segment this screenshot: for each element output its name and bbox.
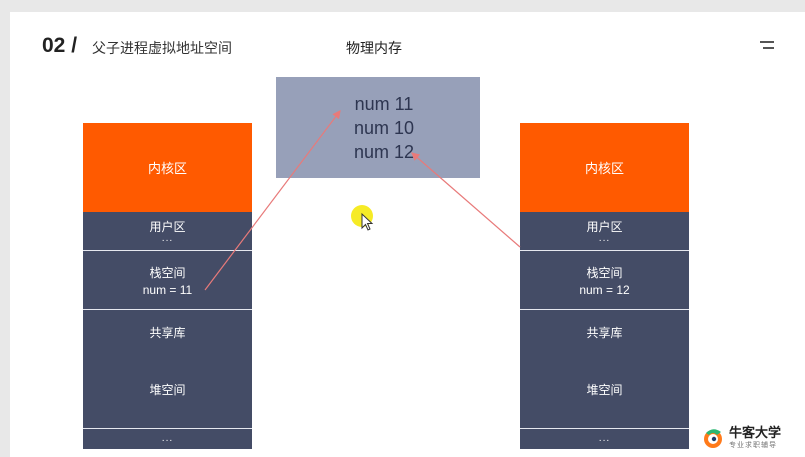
stack-segment: 栈空间 num = 11 — [83, 251, 252, 309]
stack-value: num = 12 — [579, 282, 630, 297]
heap-label: 堆空间 — [586, 383, 623, 397]
physical-row: num 10 — [353, 117, 415, 138]
heap-label: 堆空间 — [149, 383, 186, 397]
segment-divider — [520, 309, 689, 310]
shared-label: 共享库 — [586, 326, 623, 340]
section-title: 父子进程虚拟地址空间 — [92, 41, 232, 57]
brand-logo: 牛客大学 专业求职辅导 — [702, 426, 781, 450]
menu-icon[interactable] — [760, 41, 774, 51]
brand-name: 牛客大学 — [729, 426, 782, 441]
user-ellipsis: ... — [598, 234, 611, 244]
section-number: 02 / — [42, 34, 78, 57]
stack-value: num = 11 — [142, 282, 193, 297]
parent-address-space: 内核区 用户区 ... 栈空间 num = 11 共享库 堆空间 ... — [83, 123, 252, 449]
shared-label: 共享库 — [149, 326, 186, 340]
segment-divider — [520, 428, 689, 429]
shared-heap-segment: 共享库 堆空间 — [83, 310, 252, 428]
segment-divider — [520, 250, 689, 251]
user-segment: 用户区 ... — [83, 212, 252, 250]
stack-segment: 栈空间 num = 12 — [520, 251, 689, 309]
kernel-segment: 内核区 — [520, 123, 689, 212]
child-address-space: 内核区 用户区 ... 栈空间 num = 12 共享库 堆空间 ... — [520, 123, 689, 449]
brand-logo-icon — [704, 429, 722, 448]
physical-row: num 11 — [354, 93, 414, 114]
tail-segment: ... — [83, 429, 252, 449]
brand-tagline: 专业求职辅导 — [729, 441, 777, 449]
physical-row: num 12 — [353, 141, 415, 162]
user-ellipsis: ... — [161, 234, 174, 244]
segment-divider — [83, 428, 252, 429]
segment-divider — [83, 250, 252, 251]
physical-memory-title: 物理内存 — [346, 41, 402, 57]
user-segment: 用户区 ... — [520, 212, 689, 250]
kernel-segment: 内核区 — [83, 123, 252, 212]
tail-segment: ... — [520, 429, 689, 449]
segment-divider — [83, 309, 252, 310]
physical-memory-box: num 11 num 10 num 12 — [276, 77, 480, 178]
shared-heap-segment: 共享库 堆空间 — [520, 310, 689, 428]
slide: 02 / 父子进程虚拟地址空间 物理内存 num 11 num 10 num 1… — [10, 12, 805, 457]
